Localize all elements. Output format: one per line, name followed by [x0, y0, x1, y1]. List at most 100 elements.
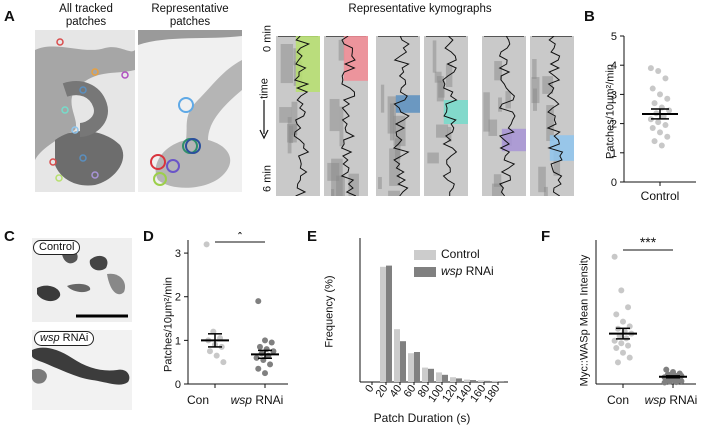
e-bar-wsp-rnai	[470, 380, 476, 382]
chartD-y-tick-label: 0	[175, 379, 181, 391]
time-label-bottom: 6 min	[261, 165, 274, 192]
kymo-texture	[427, 152, 439, 164]
chartD-y-tick-label: 2	[175, 292, 181, 304]
chartF-point	[663, 366, 670, 373]
e-x-tick-label: 0	[363, 383, 376, 395]
kymo-texture	[388, 190, 400, 196]
b-point	[649, 85, 656, 92]
kymo-texture	[483, 92, 490, 132]
kymo-texture	[532, 88, 537, 111]
time-arrow	[259, 100, 269, 140]
time-label-mid: time	[258, 78, 271, 99]
kymo-texture	[331, 189, 335, 196]
d-cat-con: Con	[186, 393, 209, 407]
kymo-texture	[438, 80, 445, 98]
b-point	[649, 124, 656, 131]
e-bar-wsp-rnai	[442, 374, 448, 382]
chartD-point	[203, 241, 210, 248]
chartD-point	[267, 361, 274, 368]
e-bar-control	[492, 380, 498, 382]
time-label-top: 0 min	[261, 25, 274, 52]
d-cat-wsp: wsp RNAi	[230, 393, 284, 407]
patch-box-6	[549, 135, 574, 161]
chartD-point	[213, 352, 220, 359]
caption-representative: Representative patches	[151, 3, 229, 28]
chartF-point	[678, 378, 685, 385]
e-bar-control	[380, 266, 386, 382]
e-x-tick-label: 40	[388, 383, 405, 400]
caption-kymographs: Representative kymographs	[348, 3, 492, 15]
b-point	[651, 100, 658, 107]
e-bar-control	[394, 329, 400, 382]
kymo-texture	[505, 91, 511, 109]
kymo-texture	[348, 173, 359, 196]
chartF-point	[661, 379, 668, 386]
e-bar-control	[422, 367, 428, 382]
chartD-point	[255, 298, 262, 305]
kymo-texture	[339, 106, 344, 147]
panel-label-f: F	[541, 228, 551, 245]
b-y-tick-label: 2	[611, 119, 617, 131]
e-x-tick-label: 60	[402, 383, 419, 400]
chartF-point	[618, 340, 625, 347]
chartF-point	[625, 304, 632, 311]
legend-wsp-rnai: wsp RNAi	[414, 263, 494, 280]
b-point	[658, 142, 665, 149]
kymo-texture	[338, 39, 345, 61]
chartF-point	[673, 379, 680, 386]
kymo-trace-3	[392, 36, 410, 196]
e-bar-wsp-rnai	[414, 352, 420, 382]
b-y-tick-label: 4	[611, 60, 617, 72]
kymo-texture	[491, 183, 503, 196]
b-point	[651, 138, 658, 145]
kymo-texture	[543, 186, 548, 196]
kymo-trace-6	[546, 36, 564, 196]
chartD-point	[206, 348, 213, 355]
chartD-point	[262, 337, 268, 344]
chartF-point	[626, 354, 633, 361]
kymo-texture	[493, 174, 502, 187]
e-bar-control	[478, 380, 484, 382]
b-point	[647, 65, 654, 72]
kymo-texture	[447, 126, 452, 142]
chartF-point	[613, 345, 620, 351]
e-bar-control	[436, 372, 442, 382]
panel-label-c: C	[4, 228, 15, 245]
kymo-texture	[434, 71, 442, 83]
kymo-texture	[336, 175, 345, 196]
b-y-tick-label: 3	[611, 89, 617, 101]
chartF-point	[614, 359, 621, 366]
e-bar-wsp-rnai	[386, 265, 392, 382]
patch-box-1	[295, 36, 320, 92]
patch-box-5	[501, 128, 526, 152]
kymo-texture	[542, 76, 554, 94]
kymo-texture	[378, 176, 382, 190]
kymo-texture	[494, 61, 503, 81]
patch-box-2	[343, 36, 368, 81]
chartD-sig-mark: *	[237, 232, 243, 242]
kymo-texture	[498, 97, 502, 112]
f-cat-wsp: wsp RNAi	[644, 393, 698, 407]
e-legend: Control wsp RNAi	[414, 246, 494, 280]
chartF-point	[625, 342, 632, 349]
b-y-tick-label: 0	[611, 177, 617, 189]
caption-all-tracked: All tracked patches	[59, 3, 113, 28]
chartD-point	[256, 343, 263, 350]
kymo-texture	[389, 103, 395, 141]
kymo-texture	[327, 162, 340, 181]
kymo-trace-5	[498, 36, 516, 196]
panel-label-e: E	[307, 228, 318, 245]
b-point	[664, 95, 671, 102]
panel-label-b: B	[584, 8, 595, 25]
legend-control: Control	[414, 246, 494, 263]
b-y-tick-label: 1	[611, 148, 617, 160]
kymo-texture	[287, 124, 297, 143]
e-bar-wsp-rnai	[428, 368, 434, 382]
kymo-texture	[532, 59, 537, 79]
chartD-point	[220, 359, 227, 366]
kymo-texture	[488, 119, 498, 136]
chartF-point	[620, 318, 626, 325]
kymo-trace-2	[340, 36, 357, 196]
